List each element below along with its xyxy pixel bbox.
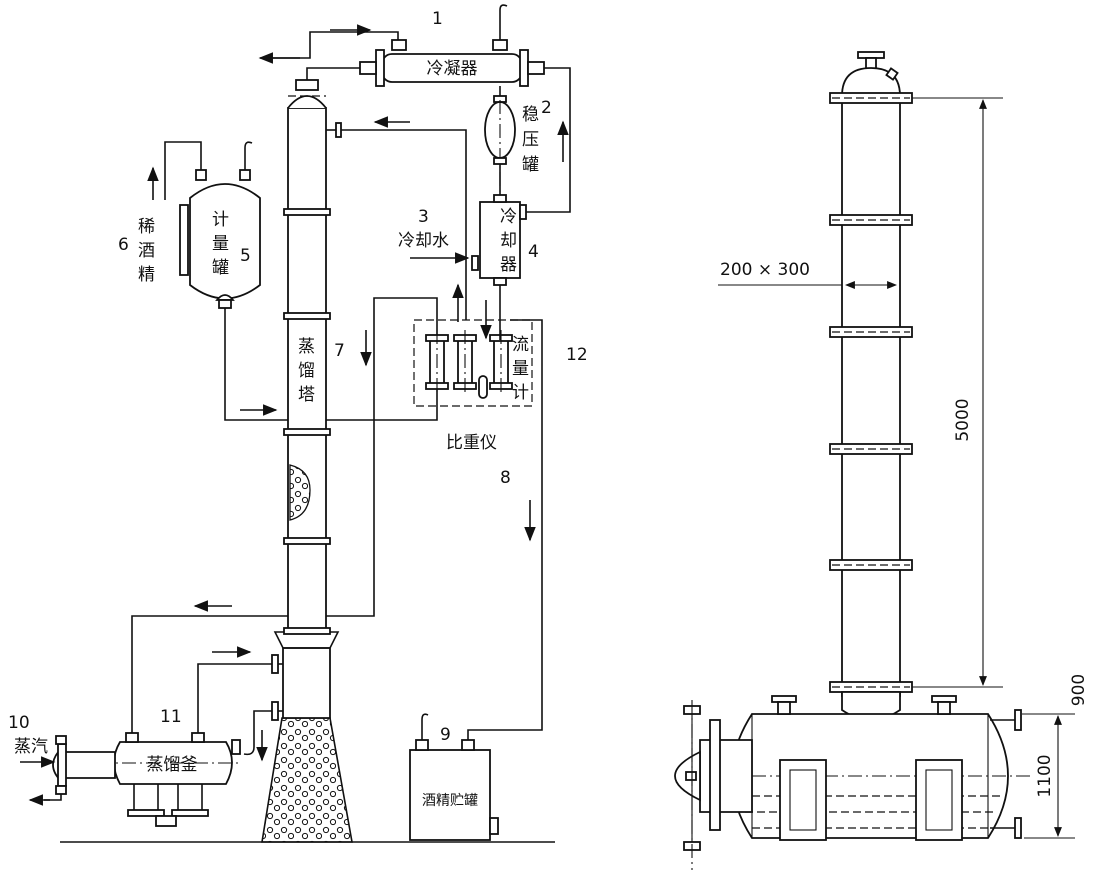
storage-tank-label: 酒精贮罐 bbox=[422, 793, 478, 809]
label-8: 8 bbox=[500, 468, 511, 488]
column-base-packing bbox=[261, 717, 353, 843]
metering-char-2: 量 bbox=[212, 234, 229, 254]
steam-label: 蒸汽 bbox=[14, 737, 48, 757]
cooling-water-label: 冷却水 bbox=[398, 231, 449, 251]
condensate-pipe bbox=[44, 794, 62, 801]
pipe-vapor bbox=[197, 663, 272, 733]
reboiler-elevation bbox=[674, 695, 1030, 870]
dilute-char-2: 酒 bbox=[138, 241, 155, 261]
cooler-char-2: 却 bbox=[500, 231, 517, 251]
pipe-condenser-cooler bbox=[526, 67, 571, 213]
label-6: 6 bbox=[118, 235, 129, 255]
stabilizer-char-2: 压 bbox=[522, 130, 539, 150]
label-4: 4 bbox=[528, 242, 539, 262]
dimensions bbox=[718, 97, 1075, 839]
pipe-reflux bbox=[341, 129, 467, 320]
metering-char-3: 罐 bbox=[212, 258, 229, 278]
stabilizer-tank bbox=[484, 86, 516, 200]
dilute-char-3: 精 bbox=[138, 265, 155, 285]
label-12: 12 bbox=[566, 345, 588, 365]
label-10: 10 bbox=[8, 713, 30, 733]
pipe-flowmeter-column bbox=[326, 389, 438, 421]
stabilizer-char-1: 稳 bbox=[522, 105, 539, 125]
pipe-bottom-reboiler bbox=[131, 615, 288, 733]
label-3: 3 bbox=[418, 207, 429, 227]
flowmeter-char-3: 计 bbox=[512, 383, 529, 403]
column-skirt bbox=[282, 647, 331, 719]
dim-height-label: 5000 bbox=[953, 398, 973, 441]
cooler-char-1: 冷 bbox=[500, 207, 517, 227]
dim-900-label: 900 bbox=[1069, 674, 1089, 706]
pipe-meter-column bbox=[224, 308, 288, 421]
flowmeter-char-2: 量 bbox=[512, 359, 529, 379]
condenser bbox=[359, 4, 545, 87]
dilute-char-1: 稀 bbox=[138, 217, 155, 237]
label-5: 5 bbox=[240, 246, 251, 266]
pipe-dilute bbox=[164, 141, 202, 200]
pipe-drain bbox=[243, 710, 272, 756]
dim-1100-label: 1100 bbox=[1035, 754, 1055, 797]
hydrometer-label: 比重仪 bbox=[446, 433, 497, 453]
dim-section-label: 200 × 300 bbox=[720, 260, 810, 280]
pipe-top-condenser bbox=[306, 67, 360, 80]
pipe-water-return bbox=[326, 297, 438, 617]
label-1: 1 bbox=[432, 9, 443, 29]
column-elevation bbox=[829, 51, 913, 721]
label-11: 11 bbox=[160, 707, 182, 727]
skirt-nozzles bbox=[271, 654, 283, 721]
flowmeters bbox=[425, 330, 513, 399]
label-2: 2 bbox=[541, 98, 552, 118]
storage-tank bbox=[409, 713, 499, 841]
label-9: 9 bbox=[440, 725, 451, 745]
reboiler bbox=[52, 732, 241, 827]
flowmeter-char-1: 流 bbox=[512, 335, 529, 355]
condenser-label: 冷凝器 bbox=[427, 59, 478, 79]
pipe-product bbox=[467, 319, 543, 740]
metering-tank bbox=[179, 141, 261, 309]
label-7: 7 bbox=[334, 341, 345, 361]
flowmeter-box bbox=[413, 319, 533, 407]
column-char-1: 蒸 bbox=[298, 337, 315, 357]
cooler-char-3: 器 bbox=[500, 255, 517, 275]
column-char-3: 塔 bbox=[298, 385, 315, 405]
reboiler-label: 蒸馏釜 bbox=[147, 755, 198, 775]
distillation-column bbox=[283, 79, 342, 635]
column-char-2: 馏 bbox=[298, 361, 315, 381]
cooler bbox=[471, 194, 527, 286]
stabilizer-char-3: 罐 bbox=[522, 155, 539, 175]
metering-char-1: 计 bbox=[212, 210, 229, 230]
